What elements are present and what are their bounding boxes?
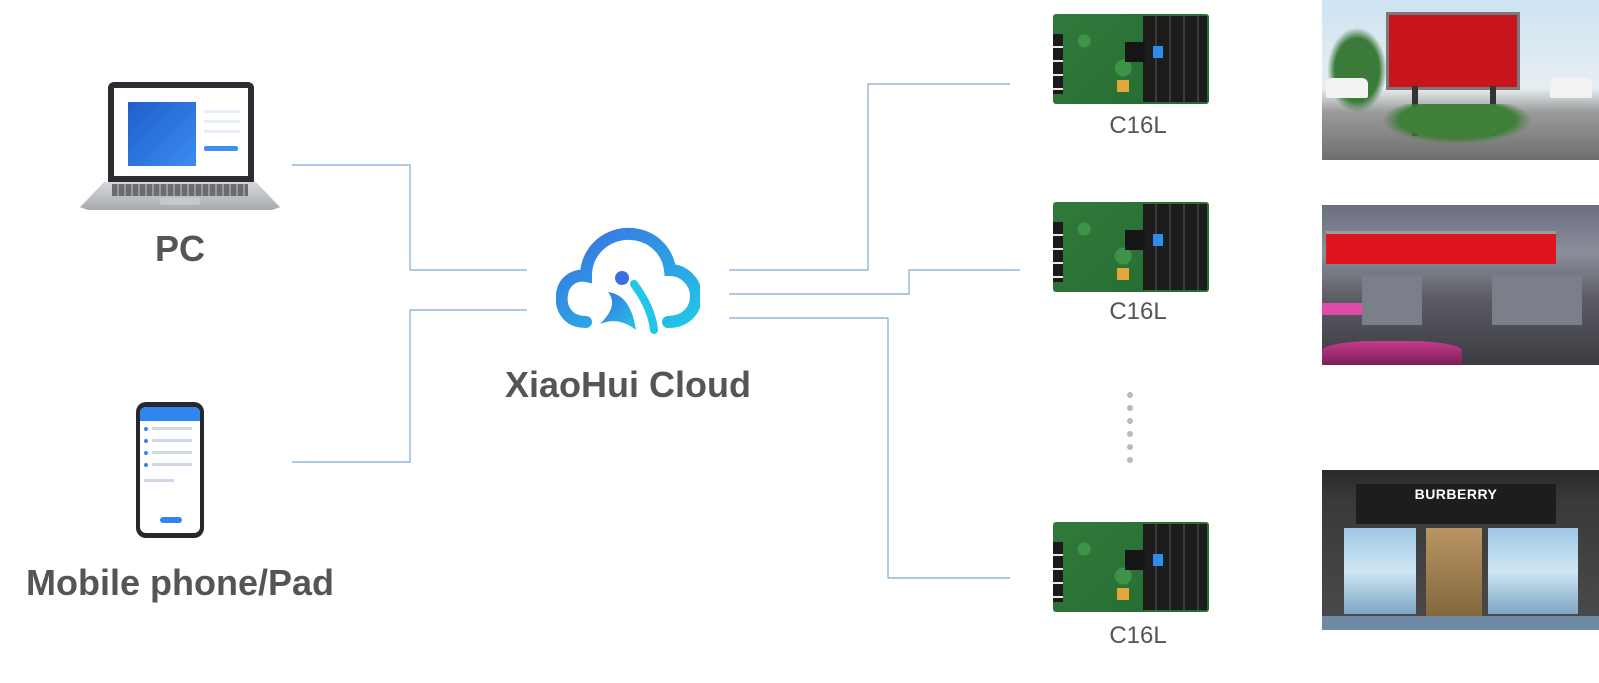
controller-ports <box>1053 542 1063 602</box>
ellipsis-dot <box>1127 431 1133 437</box>
phone-list-row <box>152 439 192 442</box>
phone-list-row <box>152 451 192 454</box>
phone-icon <box>136 402 204 538</box>
photo-building <box>1362 275 1422 325</box>
photo-car <box>1326 78 1368 98</box>
laptop-screen <box>108 82 254 182</box>
phone-list-dot <box>144 463 148 467</box>
photo-car <box>1550 78 1592 98</box>
controller-chip <box>1125 42 1145 62</box>
line-pc-to-cloud <box>292 164 527 271</box>
storefront-photo: BURBERRY <box>1322 470 1599 630</box>
controller-orange-component <box>1117 80 1129 92</box>
phone-list-row <box>152 463 192 466</box>
laptop-keyboard <box>112 184 248 196</box>
controller-orange-component <box>1117 588 1129 600</box>
phone-list-row <box>144 479 174 482</box>
controller-connectors <box>1143 524 1207 610</box>
controller-card-3 <box>1053 522 1209 612</box>
cloud-dot <box>615 271 629 285</box>
controller-card-1 <box>1053 14 1209 104</box>
phone-screen-button <box>160 517 182 523</box>
photo-floor <box>1322 616 1599 630</box>
ellipsis-dot <box>1127 392 1133 398</box>
photo-led-screen <box>1344 528 1416 614</box>
photo-building <box>1492 275 1582 325</box>
controller-label-1: C16L <box>1109 112 1167 139</box>
phone-topbar <box>140 407 200 421</box>
controller-card-2 <box>1053 202 1209 292</box>
photo-pink-sign <box>1322 303 1362 315</box>
street-banner-photo <box>1322 205 1599 365</box>
phone-list-dot <box>144 427 148 431</box>
controller-label-2: C16L <box>1109 298 1167 325</box>
controller-orange-component <box>1117 268 1129 280</box>
ellipsis-dot <box>1127 405 1133 411</box>
controller-connectors <box>1143 16 1207 102</box>
phone-list-dot <box>144 439 148 443</box>
controller-chip <box>1125 550 1145 570</box>
laptop-touchpad <box>160 198 200 205</box>
phone-list-dot <box>144 451 148 455</box>
photo-store-brand: BURBERRY <box>1414 486 1498 502</box>
controller-ports <box>1053 34 1063 94</box>
controller-label-3: C16L <box>1109 622 1167 649</box>
photo-led-screen <box>1488 528 1578 614</box>
cloud-figure <box>600 292 636 330</box>
controller-connectors <box>1143 204 1207 290</box>
phone-list-row <box>152 427 192 430</box>
line-cloud-to-controller-1 <box>729 83 1010 271</box>
line-cloud-to-controller-3 <box>729 317 1010 579</box>
cloud-label: XiaoHui Cloud <box>505 364 751 405</box>
controller-blue-component <box>1153 554 1163 566</box>
ellipsis-dot <box>1127 418 1133 424</box>
photo-store-fascia <box>1356 484 1556 524</box>
laptop-screen-bar <box>204 130 240 133</box>
mobile-label: Mobile phone/Pad <box>25 562 334 603</box>
laptop-screen-banner <box>128 102 196 166</box>
controller-ports <box>1053 222 1063 282</box>
cloud-outline <box>556 227 700 328</box>
cloud-figure-stroke <box>630 280 658 334</box>
phone-screen <box>140 407 200 533</box>
photo-tree <box>1322 20 1392 120</box>
photo-billboard-sign <box>1386 12 1520 90</box>
line-cloud-to-controller-2 <box>729 269 1020 295</box>
laptop-screen-button <box>204 146 238 151</box>
laptop-screen-bar <box>204 110 240 113</box>
controller-blue-component <box>1153 234 1163 246</box>
laptop-screen-bar <box>204 120 240 123</box>
pc-label: PC <box>154 228 205 269</box>
photo-car <box>1322 341 1462 365</box>
photo-hedge <box>1382 104 1532 144</box>
photo-led-banner <box>1326 231 1556 264</box>
controller-blue-component <box>1153 46 1163 58</box>
line-mobile-to-cloud <box>292 309 527 463</box>
laptop-display <box>114 88 248 176</box>
controller-chip <box>1125 230 1145 250</box>
cloud-icon <box>556 227 700 334</box>
ellipsis-dot <box>1127 457 1133 463</box>
billboard-photo <box>1322 0 1599 160</box>
photo-store-door <box>1426 528 1482 620</box>
ellipsis-dot <box>1127 444 1133 450</box>
